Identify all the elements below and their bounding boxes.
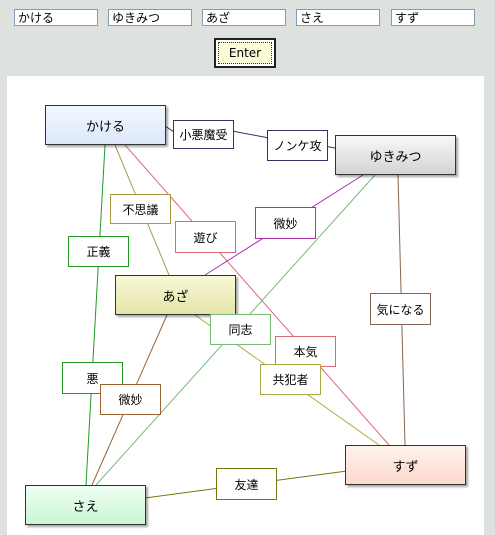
relation-label-bimyou-1: 微妙	[255, 207, 316, 239]
enter-button[interactable]: Enter	[214, 38, 276, 68]
relation-label-kyouhansha: 共犯者	[260, 364, 321, 395]
relation-label-tomodachi: 友達	[216, 468, 277, 500]
relationship-diagram: かける ゆきみつ あざ すず さえ 小悪魔受 ノンケ攻 不思議 遊び 微妙 正義…	[7, 76, 484, 535]
node-suzu: すず	[345, 445, 466, 485]
relation-label-kininaru: 気になる	[370, 293, 431, 325]
node-aza: あざ	[115, 275, 236, 315]
name-input-4[interactable]	[296, 9, 380, 26]
relation-label-fushigi: 不思議	[110, 194, 171, 224]
name-input-3[interactable]	[202, 9, 286, 26]
relation-label-nonke: ノンケ攻	[267, 130, 328, 161]
name-input-5[interactable]	[391, 9, 475, 26]
name-input-1[interactable]	[14, 9, 98, 26]
line-kakeru-sae	[85, 144, 106, 486]
line-kakeru-yukimitsu-2	[231, 130, 270, 139]
name-input-2[interactable]	[108, 9, 192, 26]
relation-label-bimyou-2: 微妙	[100, 384, 161, 415]
node-sae: さえ	[25, 485, 146, 525]
enter-button-label: Enter	[218, 42, 272, 64]
node-kakeru: かける	[45, 105, 166, 145]
relation-label-honki: 本気	[275, 336, 336, 367]
relation-label-seigi: 正義	[68, 236, 129, 267]
relation-label-doushi: 同志	[210, 314, 271, 345]
relation-label-koakuma: 小悪魔受	[173, 120, 234, 149]
node-yukimitsu: ゆきみつ	[335, 135, 456, 175]
relation-label-asobi: 遊び	[175, 221, 236, 253]
